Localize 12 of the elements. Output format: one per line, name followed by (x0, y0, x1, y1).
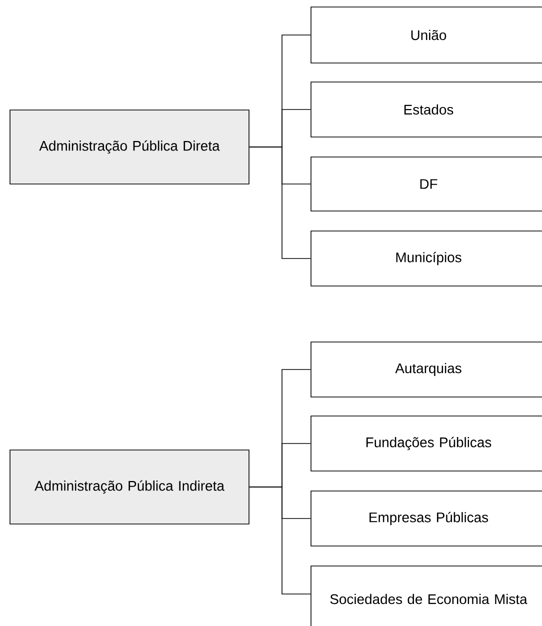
category-box: Administração Pública Indireta (10, 450, 250, 524)
item-box: Autarquias (310, 342, 542, 398)
item-box: DF (310, 156, 542, 212)
connector (249, 146, 311, 259)
item-box: União (310, 6, 542, 64)
item-box: Empresas Públicas (310, 490, 542, 546)
connector (249, 486, 311, 594)
item-box: Municípios (310, 230, 542, 286)
item-box: Sociedades de Economia Mista (310, 566, 542, 626)
item-box: Fundações Públicas (310, 416, 542, 472)
category-box: Administração Pública Direta (10, 110, 250, 184)
item-box: Estados (310, 82, 542, 138)
